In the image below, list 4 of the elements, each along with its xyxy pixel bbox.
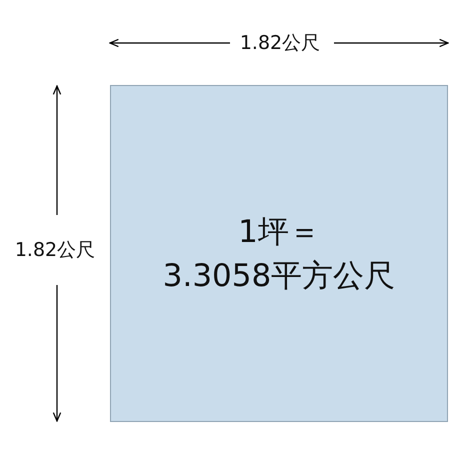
dimension-label: 1.82公尺 — [240, 31, 320, 56]
area-text: 1坪＝3.3058平方公尺 — [162, 212, 396, 296]
dimension-label: 1.82公尺 — [14, 238, 96, 263]
square-area — [110, 85, 448, 422]
